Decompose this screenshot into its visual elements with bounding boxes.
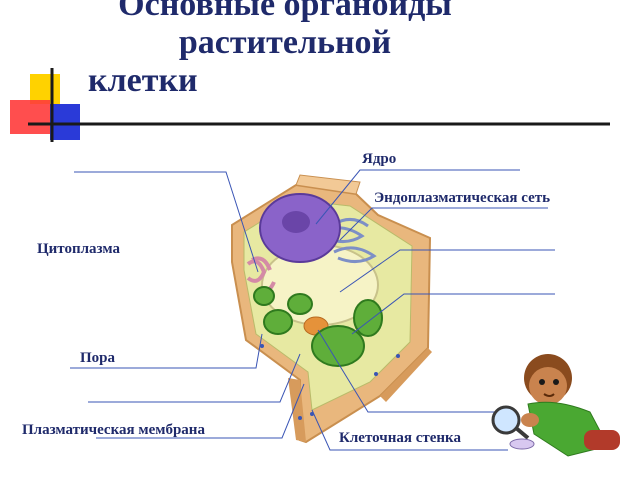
child-with-magnifier-icon: [491, 354, 620, 457]
leader-membrane: [88, 353, 301, 403]
chloroplast: [253, 286, 275, 306]
label-cytoplasm: Цитоплазма: [37, 241, 120, 257]
leader-wall: [317, 329, 508, 413]
leader-pore: [70, 333, 263, 369]
leader-wall-2: [311, 409, 508, 451]
chloroplasts: [253, 286, 383, 367]
label-pore: Пора: [80, 350, 116, 366]
leader-right-2: [351, 293, 555, 335]
leader-membrane-2: [96, 383, 305, 439]
label-wall: Клеточная стенка: [339, 430, 461, 446]
leader-right-1: [339, 249, 555, 293]
label-membrane: Плазматическая мембрана: [22, 422, 205, 438]
leader-er: [339, 207, 548, 241]
label-nucleus: Ядро: [362, 151, 397, 167]
chloroplast: [311, 325, 365, 367]
nucleolus: [282, 211, 310, 233]
leader-cytoplasm-1: [74, 171, 259, 273]
chloroplast: [353, 299, 383, 337]
page-title: Основные органоиды растительной клетки: [70, 0, 500, 100]
colored-squares-icon: [10, 68, 80, 142]
title-line-3: клетки: [88, 62, 198, 99]
chloroplast: [287, 293, 313, 315]
title-line-2: растительной: [178, 24, 392, 61]
leader-nucleus: [315, 169, 520, 225]
leader-lines: [70, 169, 555, 451]
label-er: Эндоплазматическая сеть: [374, 190, 551, 206]
title-line-1: Основные органоиды: [118, 0, 452, 23]
chloroplast: [263, 309, 293, 335]
